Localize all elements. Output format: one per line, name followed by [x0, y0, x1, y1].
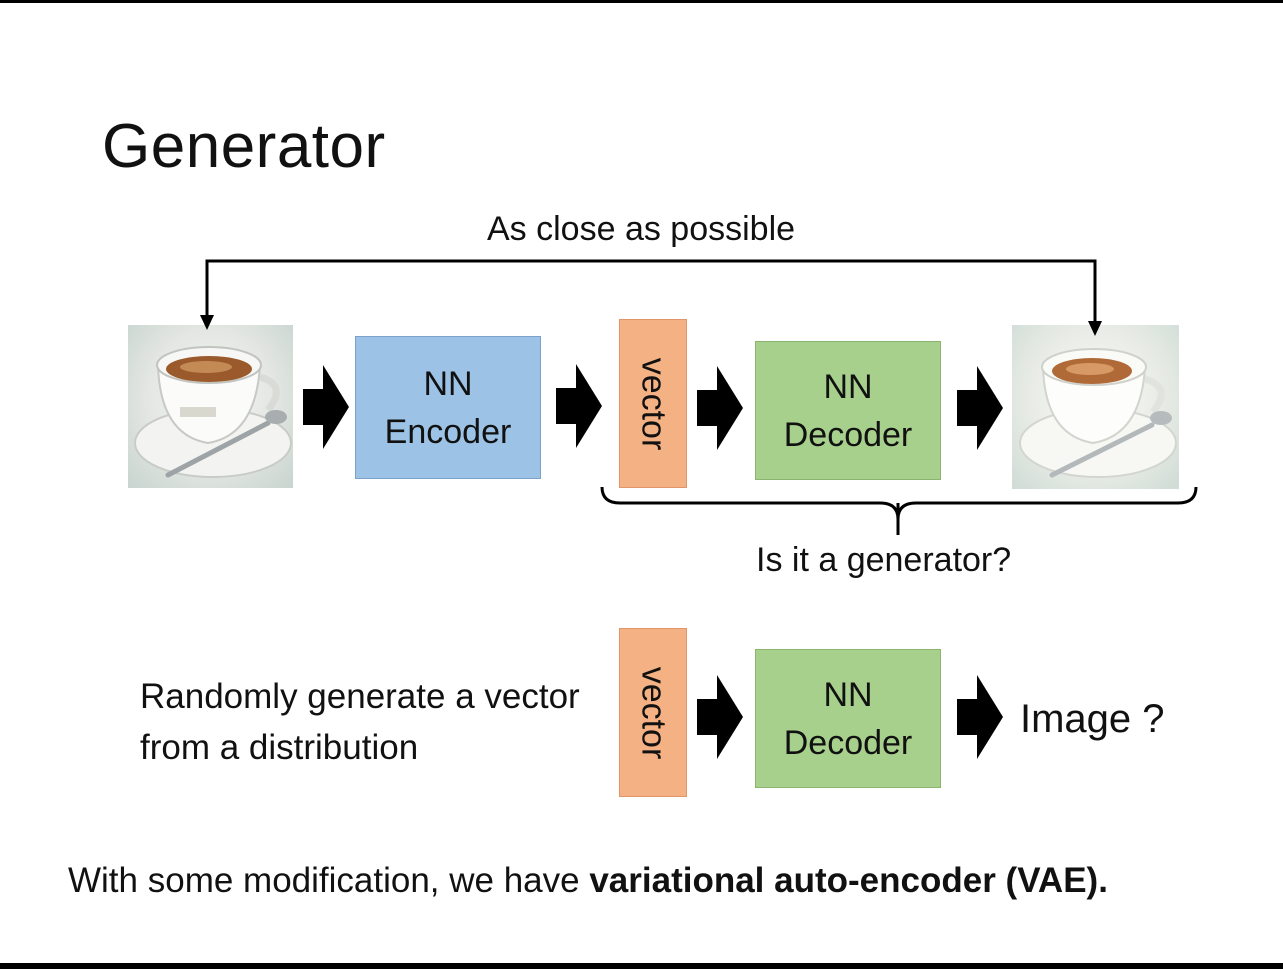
nn-decoder-box-bottom: NN Decoder — [755, 649, 941, 788]
vector-box-bottom: vector — [619, 628, 687, 797]
reconstructed-coffee-cup-image — [1019, 348, 1177, 478]
nn-decoder-box-top: NN Decoder — [755, 341, 941, 480]
decoder-label-bottom: NN Decoder — [783, 675, 913, 762]
diagram-connectors — [200, 259, 1198, 759]
random-vector-text: Randomly generate a vector from a distri… — [140, 677, 580, 767]
slide-title: Generator — [102, 112, 386, 181]
slide: Generator As close as possible — [0, 3, 1283, 963]
decoder-label-top: NN Decoder — [783, 367, 913, 454]
right-down-arrowhead — [1088, 321, 1102, 336]
close-as-possible-label: As close as possible — [487, 210, 796, 248]
block-arrow-icon — [303, 364, 1003, 759]
footer-text: With some modification, we have variatio… — [68, 861, 1108, 901]
footer-prefix: With some modification, we have — [68, 861, 590, 900]
input-coffee-image — [128, 325, 293, 488]
arrow-image-to-encoder — [303, 365, 349, 449]
arrow-vector-to-decoder — [697, 366, 743, 450]
arrow-encoder-to-vector — [556, 364, 602, 448]
vector-box-top: vector — [619, 319, 687, 488]
left-down-arrowhead — [200, 315, 214, 330]
arrow-decoder-to-image-bottom — [957, 675, 1003, 759]
nn-encoder-box: NN Encoder — [355, 336, 541, 479]
close-bracket-line — [205, 259, 1097, 325]
arrow-vector-to-decoder-bottom — [697, 675, 743, 759]
image-question: Image ? — [1020, 697, 1165, 741]
arrow-decoder-to-image — [957, 366, 1003, 450]
generator-question: Is it a generator? — [756, 541, 1012, 579]
coffee-cup-image — [134, 346, 292, 478]
reconstructed-coffee-image — [1012, 325, 1179, 489]
footer-vae: variational auto-encoder (VAE). — [589, 861, 1108, 900]
encoder-label: NN Encoder — [384, 364, 512, 451]
